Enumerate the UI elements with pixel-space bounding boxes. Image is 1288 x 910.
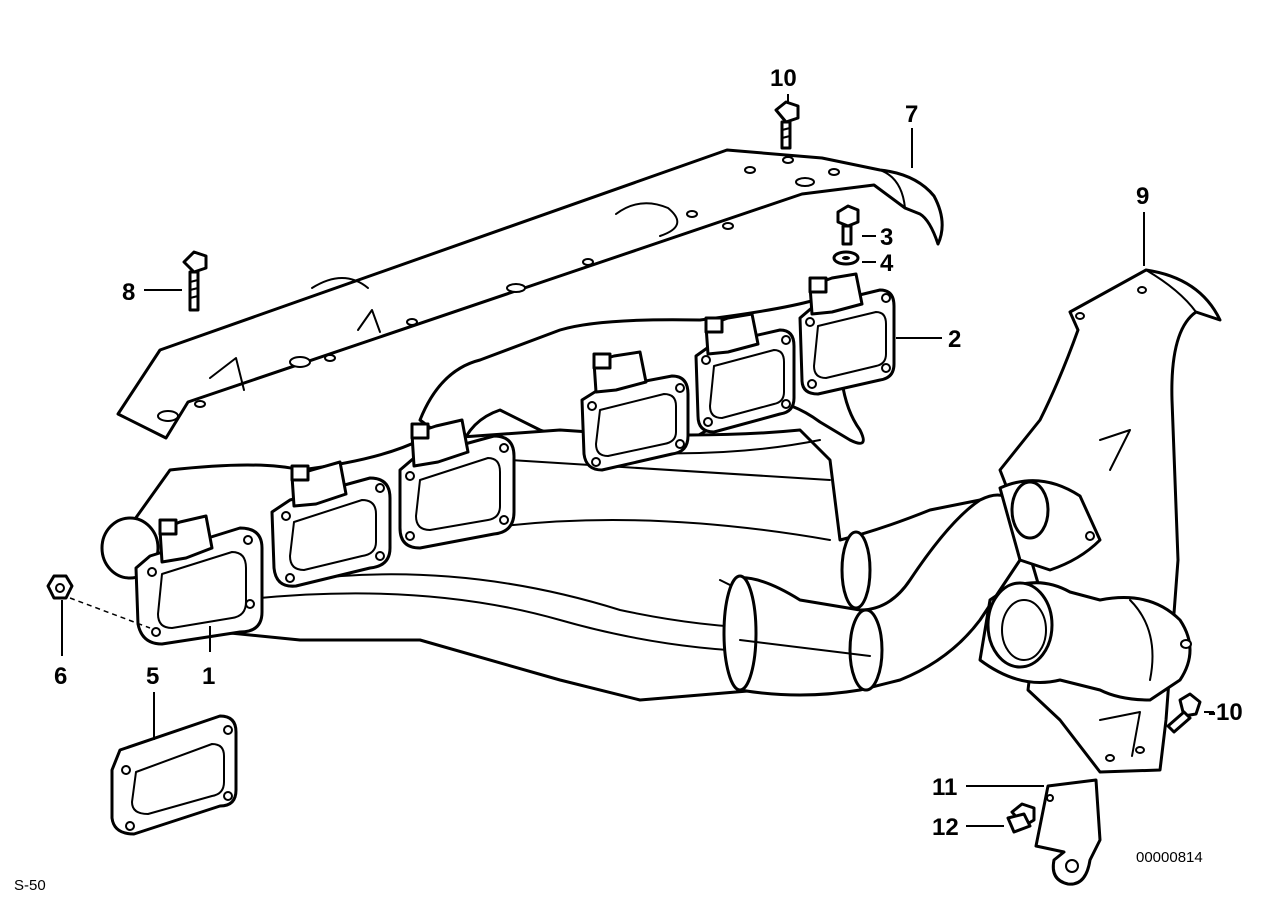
gasket (110, 714, 238, 836)
callout-10-top: 10 (770, 65, 797, 92)
callout-6: 6 (54, 663, 67, 690)
callout-5: 5 (146, 663, 159, 690)
port-flange-4 (580, 350, 690, 472)
leader-lines (61, 94, 1214, 827)
callout-11: 11 (932, 774, 957, 801)
drawing-number: 00000814 (1136, 849, 1203, 866)
callout-12: 12 (932, 814, 959, 841)
callout-4: 4 (880, 250, 894, 277)
callout-7: 7 (905, 101, 918, 128)
bracket-11 (1034, 778, 1102, 886)
callout-9: 9 (1136, 183, 1149, 210)
heat-shield-upper (116, 148, 944, 440)
port-flange-3 (398, 418, 516, 550)
washer-4 (832, 250, 860, 266)
bolt-3 (836, 204, 860, 246)
callout-10-right: -10 (1208, 699, 1243, 726)
studs (158, 276, 828, 536)
bolt-8 (182, 250, 208, 312)
nut-6 (46, 574, 74, 600)
nut-12 (1006, 802, 1036, 834)
callout-8: 8 (122, 279, 135, 306)
callout-2: 2 (948, 326, 961, 353)
port-flange-2 (270, 460, 392, 588)
callout-3: 3 (880, 224, 893, 251)
page-reference: S-50 (14, 877, 46, 894)
bolt-10-right (1166, 692, 1202, 734)
callout-1: 1 (202, 663, 215, 690)
bolt-10-top (774, 100, 800, 150)
port-flange-6 (798, 272, 896, 396)
